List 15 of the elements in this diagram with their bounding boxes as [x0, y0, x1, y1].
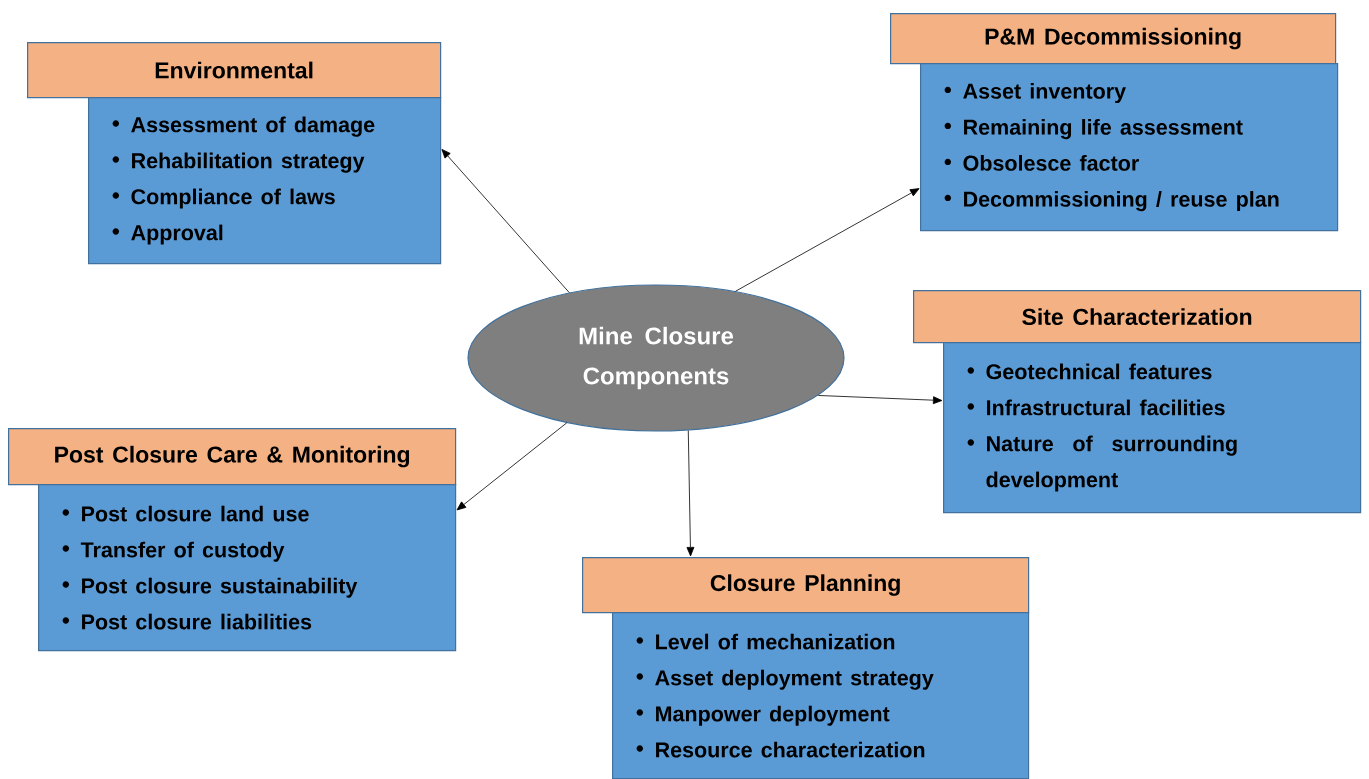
arrow — [686, 430, 695, 557]
bullet-list-box: Geotechnical features Infrastructural facilities Nature of surrounding development — [943, 342, 1362, 514]
heading-box: Post Closure Care & Monitoring — [8, 428, 457, 486]
bullet-list-box: Post closure land use Transfer of custody Post closure sustainability Post closure liabilities — [38, 484, 457, 652]
bullet-list-box: Assessment of damage Rehabilitation strategy Compliance of laws Approval — [88, 97, 442, 265]
heading-box: Closure Planning — [582, 557, 1030, 614]
bullet-list-box: Asset inventory Remaining life assessment Obsolesce factor Decommissioning / reuse plan — [920, 63, 1339, 232]
heading-box: Environmental — [27, 42, 442, 99]
heading-box: Site Characterization — [913, 290, 1362, 344]
arrow — [817, 395, 943, 405]
arrow — [441, 149, 570, 294]
arrow — [456, 422, 568, 511]
bullet-list-box: Level of mechanization Asset deployment strategy Manpower deployment Resource characterization — [612, 612, 1030, 779]
arrow — [735, 188, 920, 292]
heading-box: P&M Decommissioning — [890, 13, 1337, 65]
